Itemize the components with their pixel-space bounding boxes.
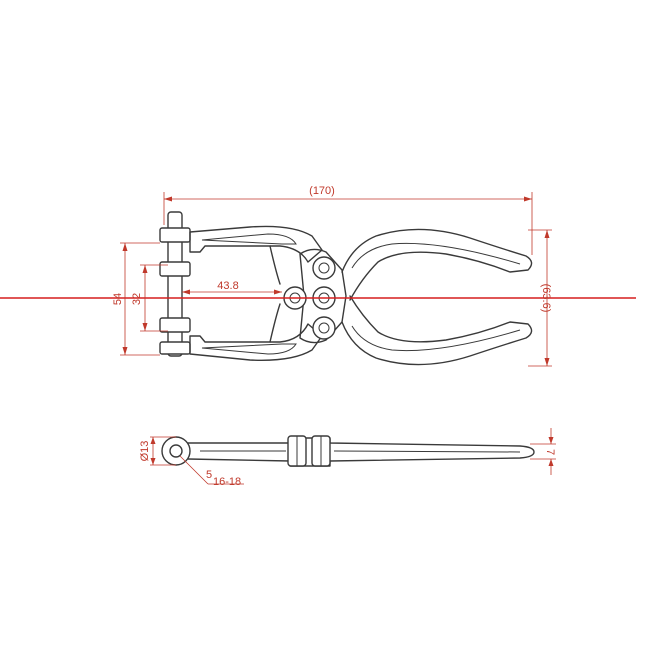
pivot-bolt-bottom <box>312 316 336 340</box>
upper-jaw <box>189 225 323 263</box>
clamp-side-view <box>161 435 535 467</box>
upper-handle-slot <box>351 242 521 269</box>
side-dimensions: Ø13 5 16-18 7 <box>139 428 556 488</box>
pivot-bolt-top-hole <box>318 262 330 274</box>
side-body <box>187 437 535 467</box>
eye-hole <box>169 444 183 458</box>
dim-eye-range: 16-18 <box>213 476 241 488</box>
lower-handle <box>341 295 533 366</box>
lower-jaw-slot <box>201 343 297 355</box>
upper-nut-2 <box>159 261 191 277</box>
top-dimensions: (170) 54 32 43.8 (63.6) <box>112 185 552 367</box>
pivot-bolt-top <box>312 256 336 280</box>
lower-nut-2 <box>159 341 191 355</box>
eye-ring <box>161 436 191 466</box>
dim-opening-width: 43.8 <box>217 280 238 292</box>
clamp-top-view <box>159 211 533 366</box>
dim-eye-hole: 5 <box>206 469 212 481</box>
lower-jaw-loop <box>269 303 281 343</box>
dim-overall-length: (170) <box>309 185 335 197</box>
dim-inner-height: 32 <box>131 293 143 305</box>
dim-overall-height: (63.6) <box>540 284 552 313</box>
lower-nut <box>159 317 191 333</box>
upper-jaw-slot <box>201 233 297 245</box>
upper-nut <box>159 227 191 243</box>
dim-outer-height: 54 <box>112 293 124 305</box>
dim-thickness: 7 <box>544 449 556 455</box>
upper-jaw-loop <box>269 245 281 285</box>
lower-jaw <box>189 323 323 361</box>
dim-eye-diameter: Ø13 <box>139 441 151 462</box>
pivot-bolt-bottom-hole <box>318 322 330 334</box>
upper-handle <box>341 228 533 301</box>
lower-handle-slot <box>351 325 521 352</box>
